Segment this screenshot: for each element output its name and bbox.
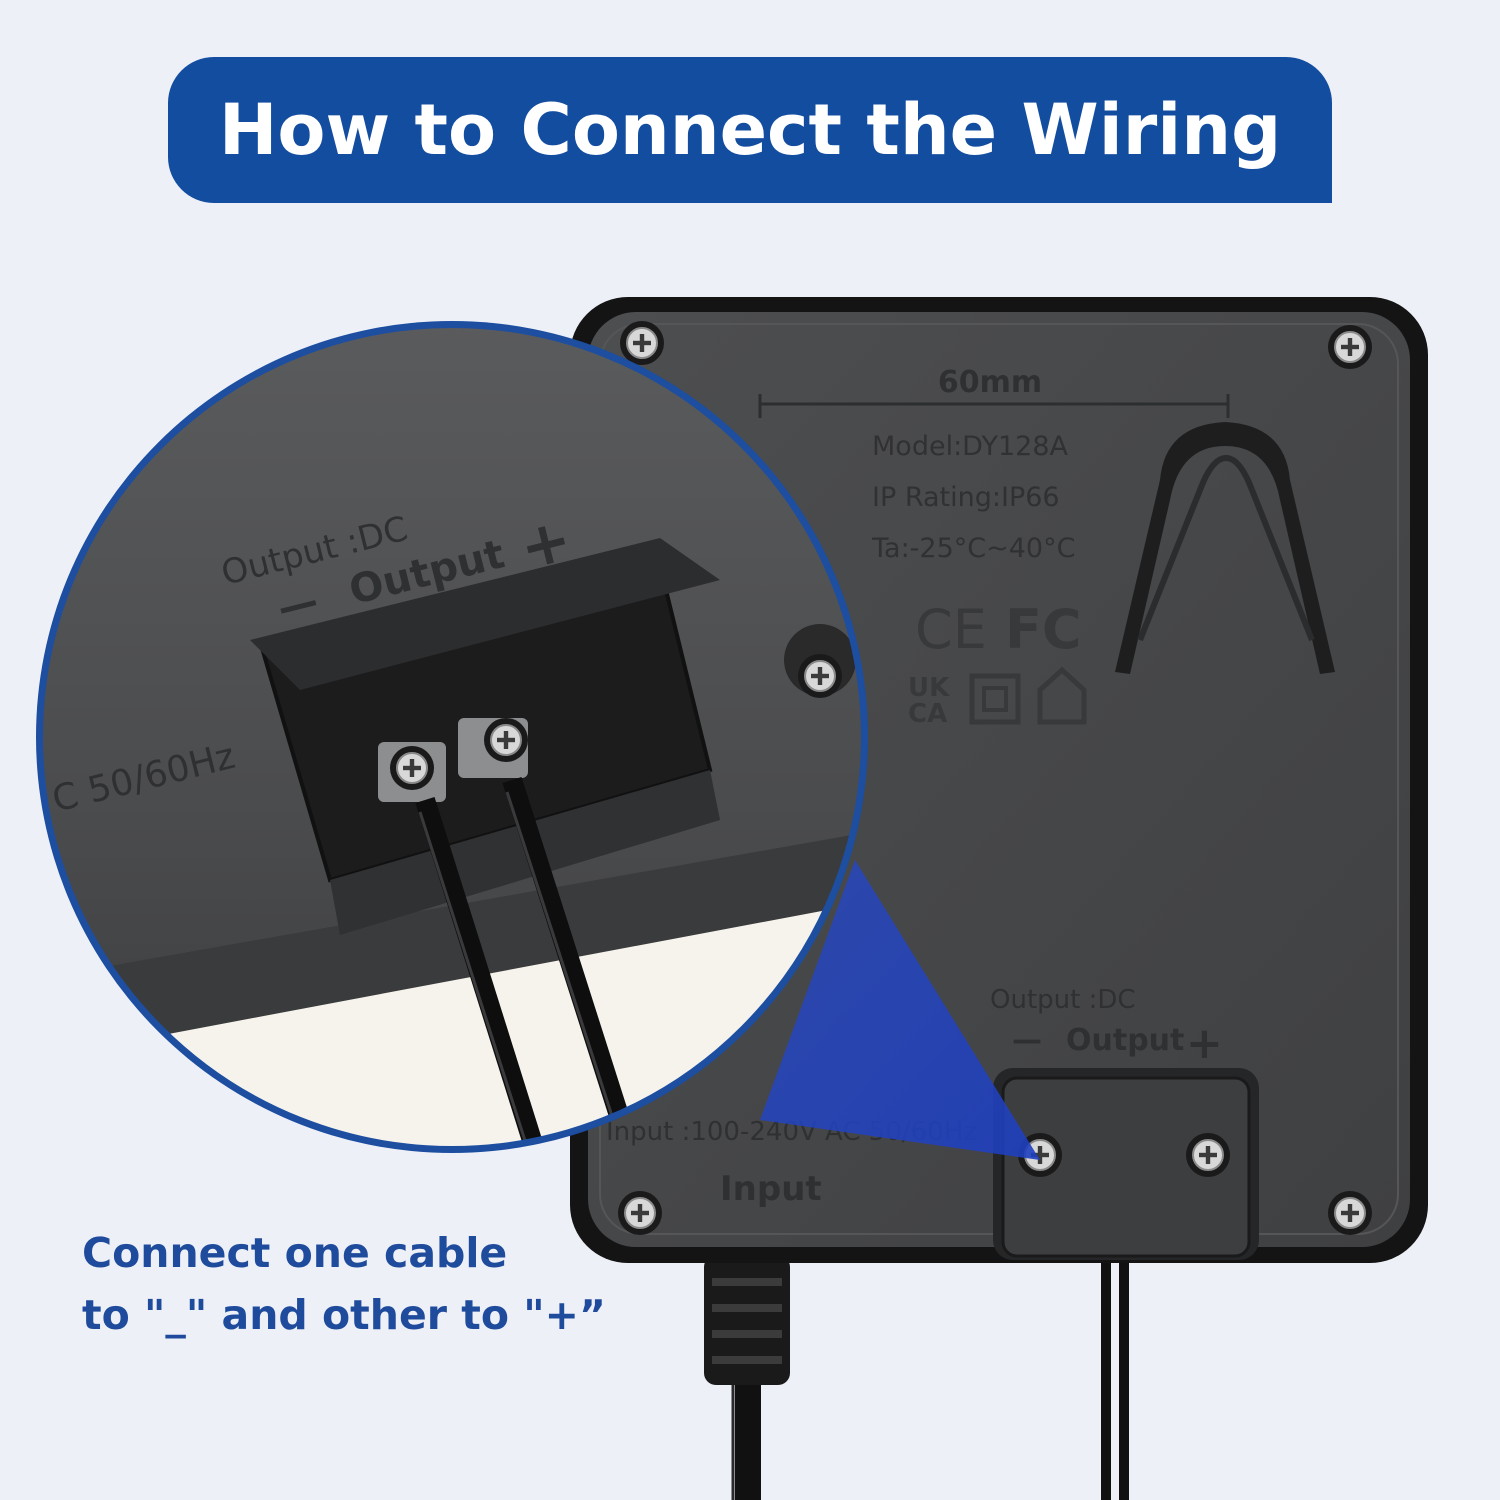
zoom-wires: [415, 776, 640, 1149]
corner-screw: [1327, 1190, 1373, 1236]
instruction-caption: Connect one cable to "_" and other to "+…: [82, 1222, 606, 1346]
corner-screw: [1327, 324, 1373, 370]
model-label: Model:DY128A: [872, 431, 1069, 462]
page-title: How to Connect the Wiring: [218, 89, 1282, 171]
ukca-mark-bottom: CA: [908, 699, 947, 729]
output-label: Output: [1066, 1023, 1184, 1058]
power-cables: [704, 1255, 1129, 1500]
output-type-label: Output :DC: [990, 985, 1136, 1015]
zoom-side-screw: [797, 653, 843, 699]
output-plus-label: +: [1186, 1018, 1223, 1069]
title-banner: How to Connect the Wiring: [168, 57, 1332, 203]
double-insulation-icon: [969, 673, 1021, 725]
zoom-terminal-screw: [483, 717, 529, 763]
output-minus-label: —: [1012, 1023, 1042, 1058]
corner-screw: [619, 320, 665, 366]
ip-rating-label: IP Rating:IP66: [872, 482, 1060, 513]
indoor-use-icon: [1037, 666, 1087, 725]
caption-line-2: to "_" and other to "+”: [82, 1291, 606, 1339]
magnify-beam: [760, 860, 1040, 1160]
dimension-marker: 60mm: [758, 365, 1230, 418]
ce-mark: CE: [915, 598, 987, 661]
cable-strain-relief: [704, 1255, 790, 1385]
dimension-label: 60mm: [938, 365, 1042, 400]
zoom-detail: Output :DC — Output + C 50/60Hz: [36, 321, 868, 1153]
keyhole-mount-right: [1115, 422, 1335, 674]
terminal-screw: [1185, 1132, 1231, 1178]
certification-marks: CE FC UK CA: [908, 598, 1087, 729]
corner-screw: [617, 1190, 663, 1236]
caption-line-1: Connect one cable: [82, 1229, 508, 1277]
terminal-cover: [993, 1068, 1259, 1260]
temperature-label: Ta:-25°C~40°C: [871, 533, 1075, 564]
zoom-terminal-screw: [389, 745, 435, 791]
ukca-mark-top: UK: [908, 673, 950, 703]
input-label: Input: [720, 1169, 822, 1209]
fc-mark: FC: [1005, 598, 1082, 661]
